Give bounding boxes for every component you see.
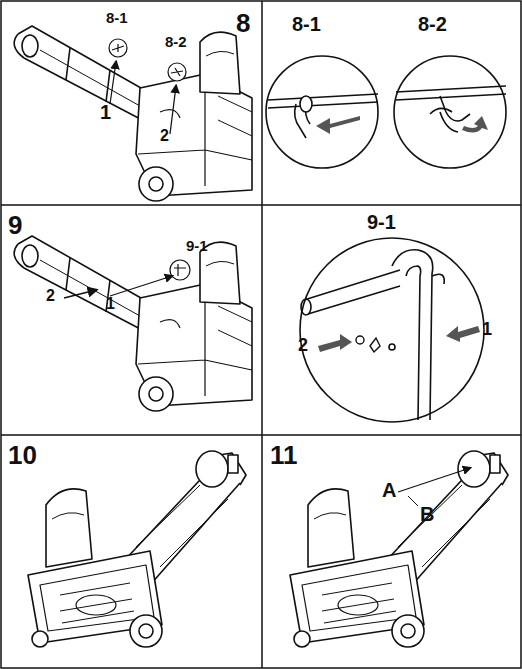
callout-number: 2 <box>160 128 169 144</box>
callout-number: 8-2 <box>418 14 447 34</box>
callout-number: 1 <box>482 320 492 338</box>
callout-number: 2 <box>298 336 308 354</box>
callout-number: 9-1 <box>186 238 208 253</box>
callout-number: 8-1 <box>292 14 321 34</box>
step-number: 10 <box>8 442 37 468</box>
step-number: 9 <box>8 212 22 238</box>
callout-number: 1 <box>106 296 115 312</box>
callout-number: B <box>420 504 434 524</box>
callout-number: 1 <box>100 102 111 122</box>
callout-number: 8-2 <box>165 34 187 49</box>
step-number: 11 <box>270 442 298 468</box>
callout-number: 2 <box>46 288 55 304</box>
callout-number: 9-1 <box>367 212 396 232</box>
step-number: 8 <box>236 10 250 36</box>
callout-number: A <box>382 480 396 500</box>
callout-number: 8-1 <box>106 10 128 25</box>
